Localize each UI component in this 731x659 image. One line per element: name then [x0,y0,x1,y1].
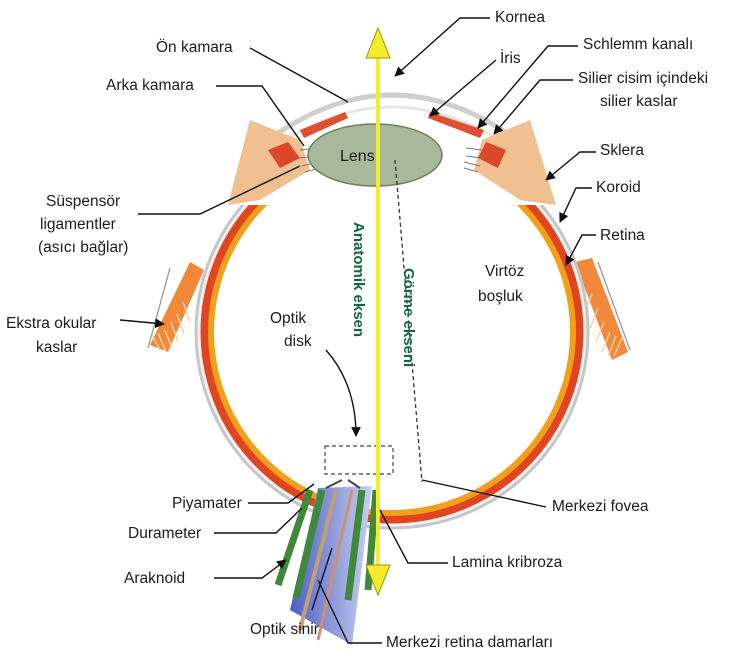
label-silier-line2: silier kaslar [600,93,678,110]
visual-axis-label: Görme ekseni [400,268,417,367]
label-suspensor-line3: (asıcı bağlar) [38,239,128,256]
label-iris: İris [500,49,521,67]
label-suspensor-line2: ligamentler [40,216,116,233]
label-vitroz-line2: boşluk [478,288,523,305]
label-optik-disk-line1: Optik [270,310,306,327]
label-ekstra-line1: Ekstra okular [6,315,96,332]
label-arka-kamara: Arka kamara [106,77,194,94]
label-optik-sinir: Optik sinir [250,621,319,638]
label-silier-line1: Silier cisim içindeki [578,70,708,87]
label-koroid: Koroid [596,179,641,196]
label-schlemm-kanali: Schlemm kanalı [583,36,693,53]
label-ekstra-line2: kaslar [36,339,77,356]
anatomic-axis-label: Anatomik eksen [350,222,367,337]
label-suspensor-line1: Süspensör [46,193,120,210]
label-lamina-kribroza: Lamina kribroza [452,554,563,571]
label-on-kamara: Ön kamara [156,38,233,56]
label-durameter: Durameter [128,525,201,542]
label-merkezi-fovea: Merkezi fovea [552,498,649,515]
lens-shape [308,124,442,186]
label-merkezi-retina-damarlari: Merkezi retina damarları [386,634,553,651]
label-retina: Retina [600,227,645,244]
label-piyamater: Piyamater [172,495,242,512]
label-vitroz-line1: Virtöz [485,263,524,280]
retina-layer [211,151,573,513]
label-kornea: Kornea [495,9,545,26]
lens-label: Lens [340,148,375,165]
label-optik-disk-line2: disk [284,333,312,350]
label-sklera: Sklera [600,142,644,159]
label-araknoid: Araknoid [124,570,185,587]
